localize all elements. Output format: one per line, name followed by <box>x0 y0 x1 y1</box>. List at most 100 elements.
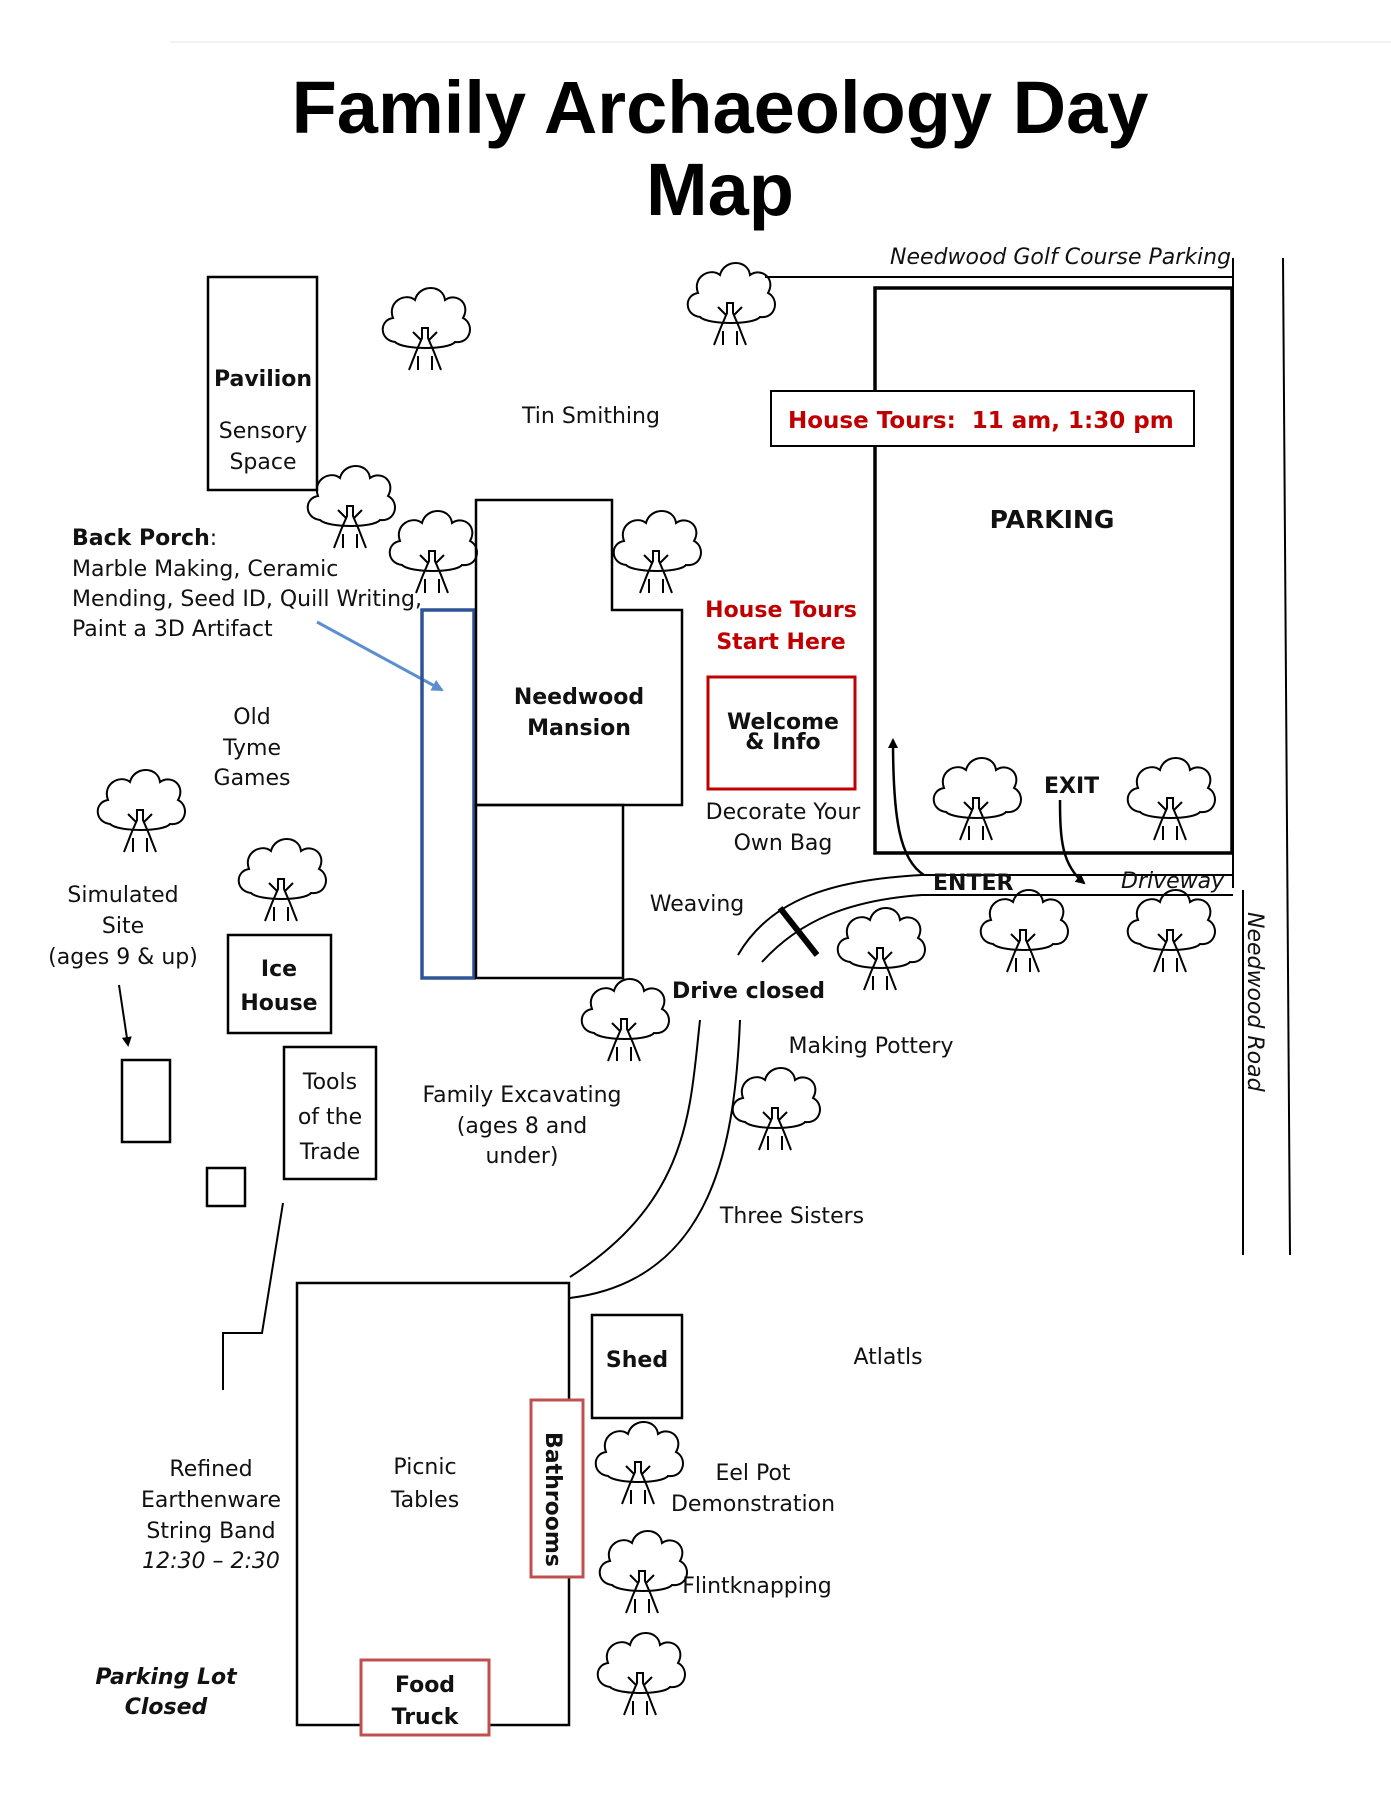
back-porch-heading: Back Porch: <box>72 526 217 551</box>
family-excavating-line2: (ages 8 and <box>457 1114 587 1139</box>
ice-house-building <box>226 933 333 1035</box>
decorate-bag-line1: Decorate Your <box>706 800 862 825</box>
tools-trade-booth <box>282 1045 378 1181</box>
sensory-space-line1: Sensory <box>219 419 307 444</box>
decorate-bag-line2: Own Bag <box>734 831 833 856</box>
family-excavating-line1: Family Excavating <box>422 1083 621 1108</box>
needwood-road-label: Needwood Road <box>1242 912 1267 1093</box>
pavilion-building <box>206 275 319 492</box>
house-tours-start-line2: Start Here <box>716 630 845 655</box>
shed-label: Shed <box>606 1348 668 1373</box>
tools-trade-line1: Tools <box>302 1070 357 1095</box>
mansion-label-line1: Needwood <box>514 685 644 710</box>
old-tyme-games-line3: Games <box>214 766 291 791</box>
family-excavating-line3: under) <box>485 1144 558 1169</box>
drive-closed-barrier <box>777 906 820 957</box>
drive-closed-label: Drive closed <box>672 979 825 1004</box>
string-band-line1: Refined <box>169 1457 252 1482</box>
tree-icon <box>306 465 396 549</box>
tree-icon <box>594 1421 684 1505</box>
exit-arrow-icon <box>1058 799 1086 885</box>
tree-icon <box>388 510 478 594</box>
tools-trade-line2: of the <box>298 1105 362 1130</box>
simulated-site-line1: Simulated <box>67 883 178 908</box>
picnic-tables-line2: Tables <box>390 1488 459 1513</box>
simulated-site-arrow-icon <box>118 984 132 1047</box>
map-title-line1: Family Archaeology Day <box>292 66 1149 149</box>
enter-arrow-icon <box>888 738 925 877</box>
tree-icon <box>731 1067 821 1151</box>
sensory-space-line2: Space <box>229 450 296 475</box>
drive-curve-south <box>761 894 923 963</box>
mansion-annex <box>474 803 625 980</box>
flintknapping-label: Flintknapping <box>682 1574 832 1599</box>
string-band-time: 12:30 – 2:30 <box>142 1549 280 1574</box>
string-band-line2: Earthenware <box>141 1488 281 1513</box>
exit-label: EXIT <box>1044 774 1099 799</box>
tree-icon <box>1126 889 1216 973</box>
old-tyme-games-line1: Old <box>233 705 270 730</box>
tree-icon <box>580 978 670 1062</box>
parking-closed-line1: Parking Lot <box>95 1665 238 1690</box>
small-structure <box>205 1166 247 1208</box>
eel-pot-line2: Demonstration <box>671 1492 835 1517</box>
enter-label: ENTER <box>933 871 1013 896</box>
map-title-line2: Map <box>646 148 794 231</box>
three-sisters-label: Three Sisters <box>719 1204 864 1229</box>
tree-icon <box>612 510 702 594</box>
tree-icon <box>596 1632 686 1716</box>
parking-closed-line2: Closed <box>125 1695 208 1720</box>
tree-icon <box>932 757 1022 841</box>
mansion-building <box>474 498 684 807</box>
tree-icon <box>96 769 186 853</box>
back-porch <box>420 608 476 980</box>
house-tours-times-box <box>770 390 1195 447</box>
back-porch-activities-line2: Mending, Seed ID, Quill Writing, <box>72 587 422 612</box>
simulated-site-line3: (ages 9 & up) <box>48 945 198 970</box>
tree-icon <box>979 889 1069 973</box>
parking-lot <box>873 286 1234 855</box>
picnic-tables-line1: Picnic <box>393 1455 456 1480</box>
tools-trade-line3: Trade <box>299 1140 360 1165</box>
drive-west-edge <box>569 1019 701 1278</box>
back-porch-activities-line3: Paint a 3D Artifact <box>72 617 273 642</box>
tree-icon <box>237 838 327 922</box>
tree-icon <box>836 907 926 991</box>
simulated-site-pit <box>120 1058 172 1144</box>
making-pottery-label: Making Pottery <box>788 1034 953 1059</box>
tree-icon <box>598 1530 688 1614</box>
house-tours-start-line1: House Tours <box>705 598 857 623</box>
string-band-line3: String Band <box>146 1519 275 1544</box>
welcome-label-line1: Welcome <box>727 710 839 735</box>
simulated-site-line2: Site <box>102 914 144 939</box>
eel-pot-line1: Eel Pot <box>715 1461 790 1486</box>
drive-east-edge <box>569 1019 741 1299</box>
welcome-label-line2: & Info <box>745 730 820 755</box>
back-porch-activities-line1: Marble Making, Ceramic <box>72 557 338 582</box>
bathrooms-building <box>529 1398 585 1579</box>
old-tyme-games-line2: Tyme <box>222 736 281 761</box>
atlatls-label: Atlatls <box>853 1345 922 1370</box>
pavilion-label: Pavilion <box>214 367 312 392</box>
tree-icon <box>1126 757 1216 841</box>
ice-house-line2: House <box>240 991 317 1016</box>
golf-parking-label: Needwood Golf Course Parking <box>890 245 1231 270</box>
tree-icon <box>686 262 776 346</box>
food-truck-line1: Food <box>395 1673 455 1698</box>
house-tours-times: House Tours: 11 am, 1:30 pm <box>788 408 1174 434</box>
mansion-label-line2: Mansion <box>527 716 631 741</box>
tree-icon <box>381 287 471 371</box>
needwood-road-east-edge <box>1282 257 1291 1256</box>
food-truck <box>359 1658 491 1737</box>
welcome-info-booth <box>706 675 857 791</box>
shed-building <box>590 1313 684 1420</box>
weaving-label: Weaving <box>650 892 745 917</box>
drive-curve-north <box>737 874 923 956</box>
footpath <box>222 1202 284 1390</box>
tin-smithing-label: Tin Smithing <box>521 404 660 429</box>
bathrooms-label: Bathrooms <box>540 1432 565 1567</box>
ice-house-line1: Ice <box>261 957 297 982</box>
parking-label: PARKING <box>990 505 1115 534</box>
food-truck-line2: Truck <box>392 1705 460 1730</box>
